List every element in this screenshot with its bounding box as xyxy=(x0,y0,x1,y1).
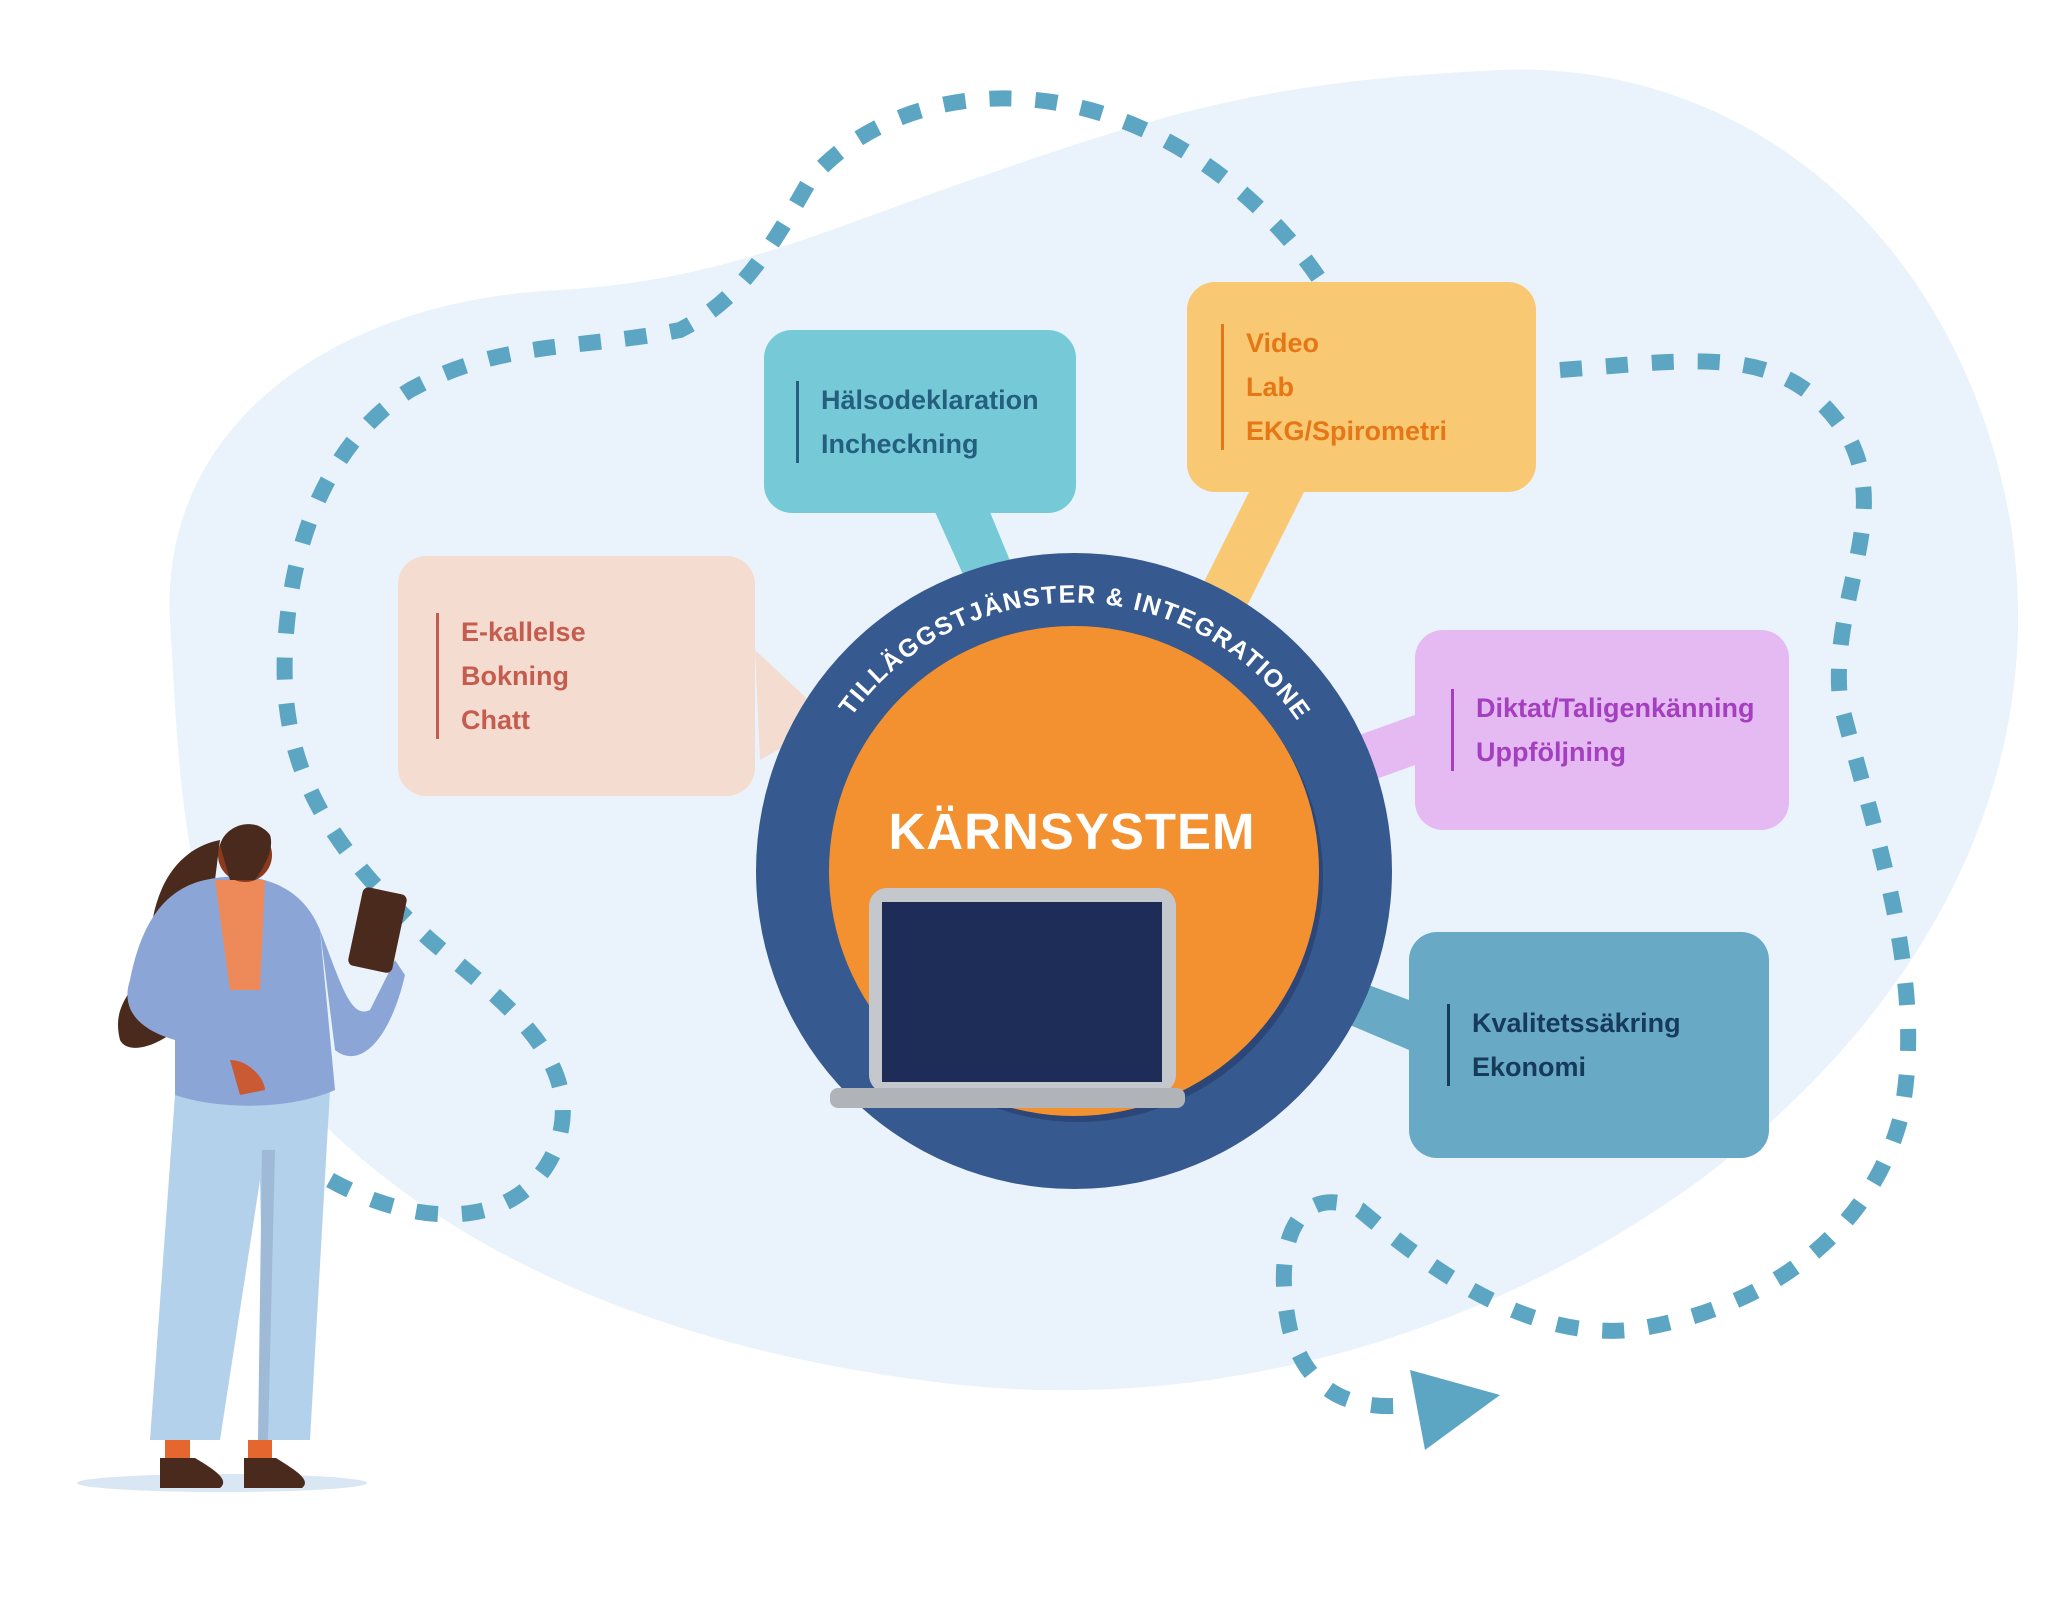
patient-items: E-kallelse Bokning Chatt xyxy=(436,613,586,739)
item-incheckning: Incheckning xyxy=(821,425,1039,463)
quality-items: Kvalitetssäkring Ekonomi xyxy=(1447,1004,1681,1086)
dictation-box: Diktat/Taligenkänning Uppföljning xyxy=(1415,630,1789,830)
item-uppfoljning: Uppföljning xyxy=(1476,733,1755,771)
person-illustration xyxy=(77,824,408,1492)
item-kvalitetssakring: Kvalitetssäkring xyxy=(1472,1004,1681,1042)
dictation-items: Diktat/Taligenkänning Uppföljning xyxy=(1451,689,1755,771)
item-video: Video xyxy=(1246,324,1447,362)
health-items: Hälsodeklaration Incheckning xyxy=(796,381,1039,463)
quality-economy-box: Kvalitetssäkring Ekonomi xyxy=(1409,932,1769,1158)
item-ekonomi: Ekonomi xyxy=(1472,1048,1681,1086)
core-system-title: KÄRNSYSTEM xyxy=(822,802,1322,862)
arrow-head-icon xyxy=(1410,1370,1500,1450)
item-bokning: Bokning xyxy=(461,657,586,695)
health-declaration-box: Hälsodeklaration Incheckning xyxy=(764,330,1076,513)
item-lab: Lab xyxy=(1246,368,1447,406)
lab-items: Video Lab EKG/Spirometri xyxy=(1221,324,1447,450)
item-e-kallelse: E-kallelse xyxy=(461,613,586,651)
item-halsodeklaration: Hälsodeklaration xyxy=(821,381,1039,419)
lab-services-box: Video Lab EKG/Spirometri xyxy=(1187,282,1536,492)
item-chatt: Chatt xyxy=(461,701,586,739)
laptop-icon xyxy=(830,888,1185,1108)
item-ekg-spirometri: EKG/Spirometri xyxy=(1246,412,1447,450)
patient-communication-box: E-kallelse Bokning Chatt xyxy=(398,556,755,796)
item-diktat: Diktat/Taligenkänning xyxy=(1476,689,1755,727)
